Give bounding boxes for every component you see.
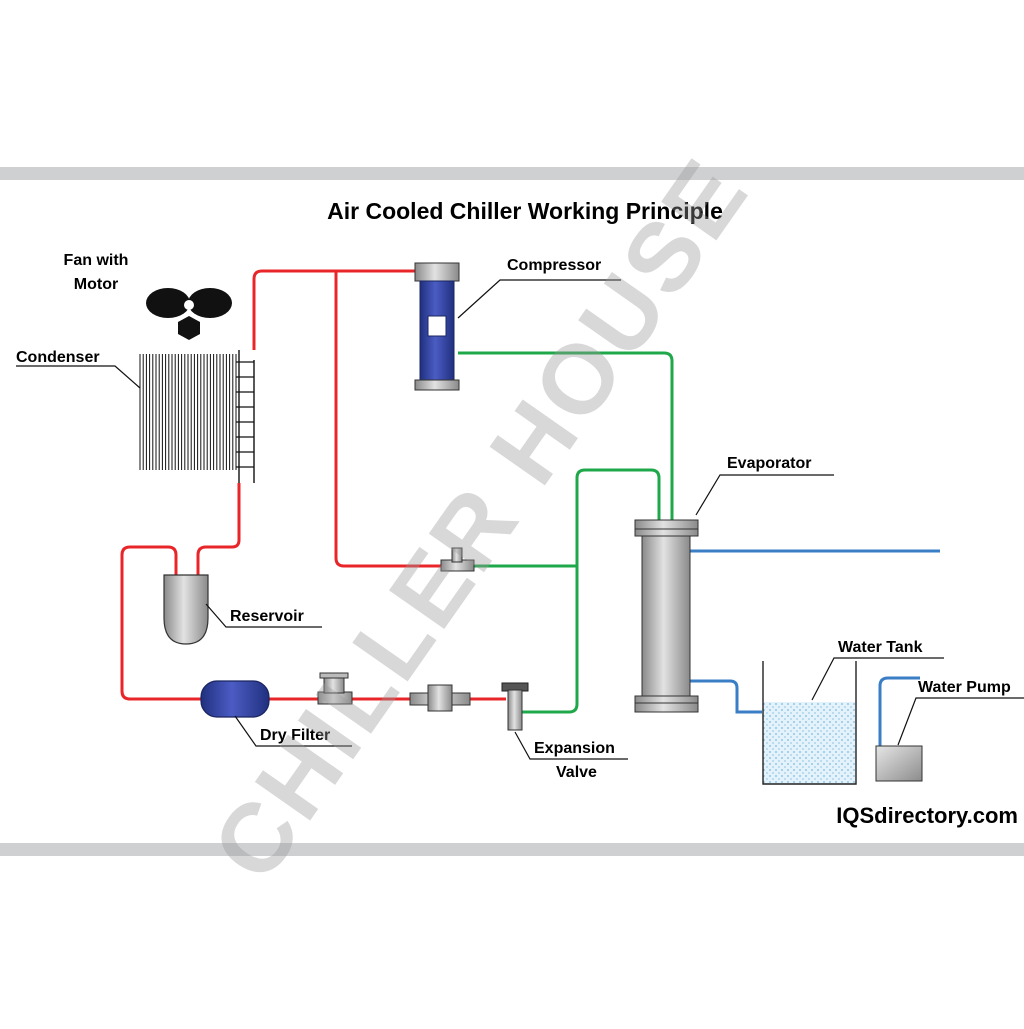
diagram-title: Air Cooled Chiller Working Principle [327,198,723,224]
expansion-valve [501,682,529,731]
water-pump-label: Water Pump [918,679,1011,696]
compressor [414,262,460,391]
dry-filter-leader [234,715,352,747]
evaporator [634,519,699,713]
pump-discharge-line [878,676,920,748]
line-evaporator-to-compressor [458,351,674,520]
water-return-line [690,679,762,714]
watermark: CHILLER HOUSE [191,138,770,899]
water-lines [690,549,940,748]
water-tank-leader [811,657,944,701]
fan-icon [146,288,232,340]
line-hot-gas-bypass [334,271,443,568]
top-band [0,167,1024,180]
line-compressor-to-condenser [252,269,418,350]
dry-filter [200,680,270,718]
expansion-valve-leader [514,731,628,760]
solenoid-valve [317,672,353,705]
evaporator-label: Evaporator [727,455,811,472]
hot-refrigerant-lines [120,269,506,701]
line-condenser-to-reservoir [196,483,241,578]
cold-refrigerant-lines [458,351,674,714]
line-expansion-to-evaporator [522,468,661,714]
reservoir-leader [205,603,322,628]
condenser-coil [139,354,237,470]
dry-filter-label: Dry Filter [260,727,330,744]
sight-glass [409,684,471,712]
condenser-header [238,350,255,483]
water-tank-label: Water Tank [838,639,923,656]
condenser-leader [16,365,141,389]
website-label: IQSdirectory.com [836,803,1018,828]
condenser-tubes [236,361,254,468]
bottom-band [0,843,1024,856]
line-reservoir-to-filter [120,545,203,701]
condenser-label: Condenser [16,349,100,366]
water-pump [875,745,923,782]
expansion-valve-label-line1: Expansion [534,740,615,757]
reservoir-label: Reservoir [230,608,304,625]
fan-label-line2: Motor [74,276,118,293]
water-tank [762,661,857,785]
bypass-valve [440,547,475,572]
compressor-leader [457,279,621,319]
reservoir [163,574,209,645]
evaporator-leader [695,474,834,516]
expansion-valve-label-line2: Valve [556,764,597,781]
water-pump-leader [897,697,1024,746]
fan-label-line1: Fan with [64,252,129,269]
compressor-label: Compressor [507,257,601,274]
